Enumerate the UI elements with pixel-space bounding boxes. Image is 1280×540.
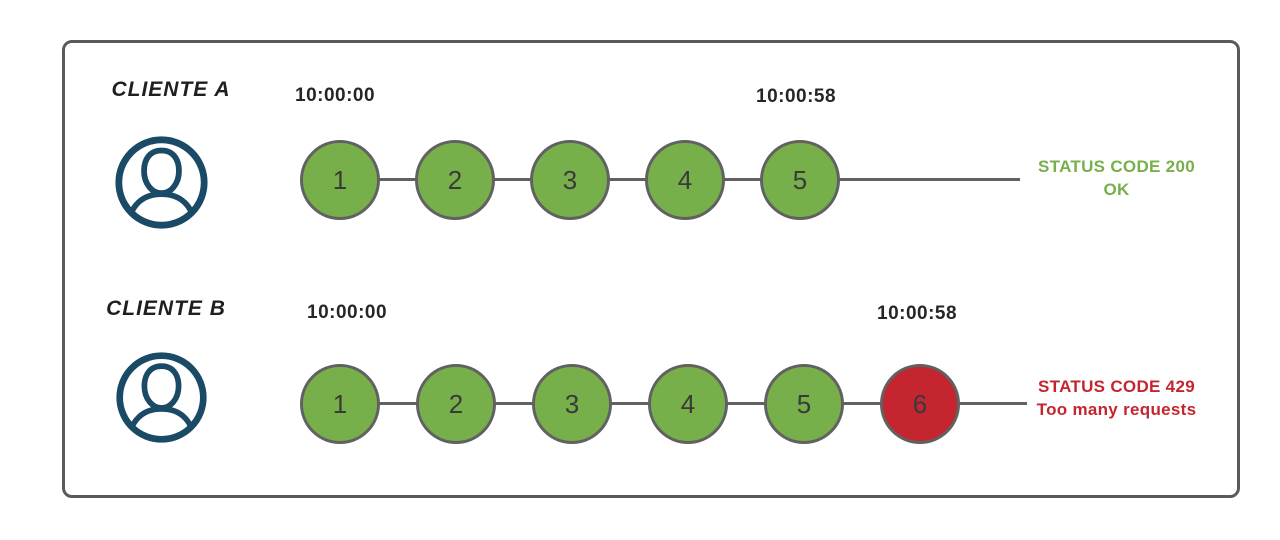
timestamp-end-a: 10:00:58	[756, 86, 837, 107]
request-circle-b1: 1	[300, 364, 380, 444]
diagram-frame	[62, 40, 1240, 498]
status-code-b: STATUS CODE 429	[1038, 377, 1195, 396]
status-text-a: STATUS CODE 200 OK	[1024, 155, 1209, 201]
status-message-a: OK	[1103, 180, 1130, 199]
request-circle-a3: 3	[530, 140, 610, 220]
timestamp-start-a: 10:00:00	[295, 85, 376, 106]
request-circle-b6-rejected: 6	[880, 364, 960, 444]
request-circle-a1: 1	[300, 140, 380, 220]
client-b-label: CLIENTE B	[106, 297, 226, 320]
request-circle-b5: 5	[764, 364, 844, 444]
status-text-b: STATUS CODE 429 Too many requests	[1024, 375, 1209, 421]
user-avatar-icon	[115, 136, 208, 229]
request-circle-a5: 5	[760, 140, 840, 220]
status-code-a: STATUS CODE 200	[1038, 157, 1195, 176]
timestamp-end-b: 10:00:58	[877, 303, 958, 324]
status-message-b: Too many requests	[1036, 400, 1197, 419]
request-circle-a4: 4	[645, 140, 725, 220]
client-a-label: CLIENTE A	[111, 78, 231, 101]
timestamp-start-b: 10:00:00	[307, 302, 388, 323]
user-avatar-icon	[116, 352, 207, 443]
request-circle-b3: 3	[532, 364, 612, 444]
request-circle-b4: 4	[648, 364, 728, 444]
request-circle-b2: 2	[416, 364, 496, 444]
request-circle-a2: 2	[415, 140, 495, 220]
